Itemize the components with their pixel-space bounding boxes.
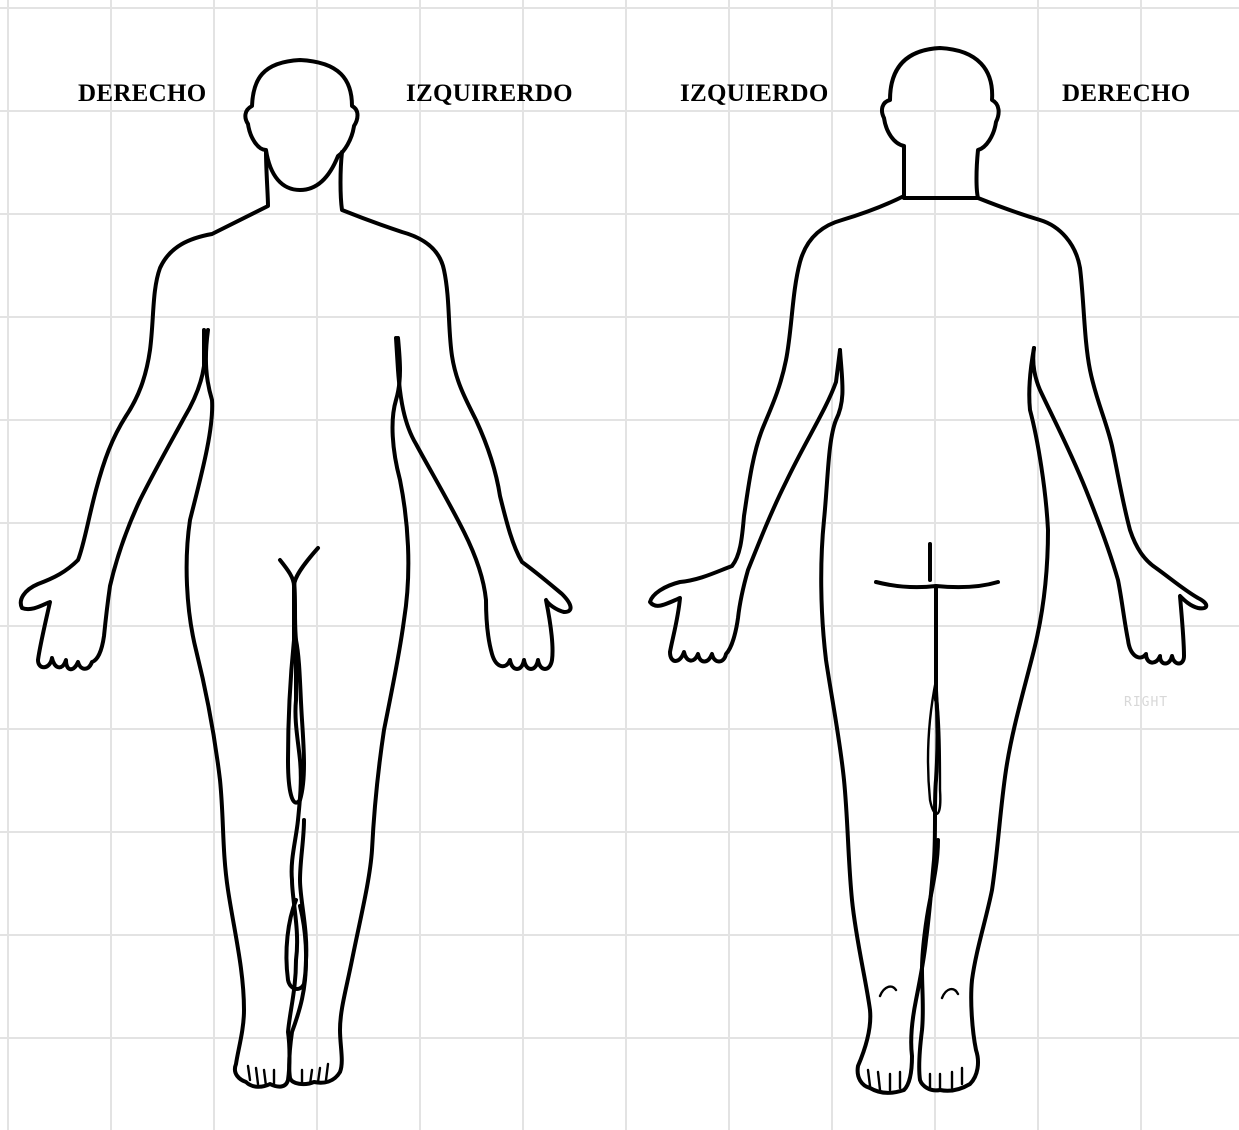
front-torso-outline — [21, 152, 268, 669]
back-left-side-label: IZQUIERDO — [680, 80, 829, 108]
back-head — [882, 48, 999, 198]
front-left-side-label: IZQUIRERDO — [406, 80, 573, 108]
back-torso-outline-right — [978, 198, 1206, 664]
back-left-leg — [821, 350, 937, 1093]
back-body-figure — [650, 48, 1206, 1093]
front-left-side — [187, 330, 301, 1087]
back-torso-outline-left — [650, 196, 904, 662]
front-right-side-label: DERECHO — [78, 80, 207, 108]
back-right-side-label: DERECHO — [1062, 80, 1191, 108]
back-toes — [868, 1068, 962, 1090]
back-gluteal-fold — [876, 544, 998, 700]
front-torso-outline-right — [341, 152, 571, 669]
watermark-text: RIGHT — [1124, 695, 1168, 710]
